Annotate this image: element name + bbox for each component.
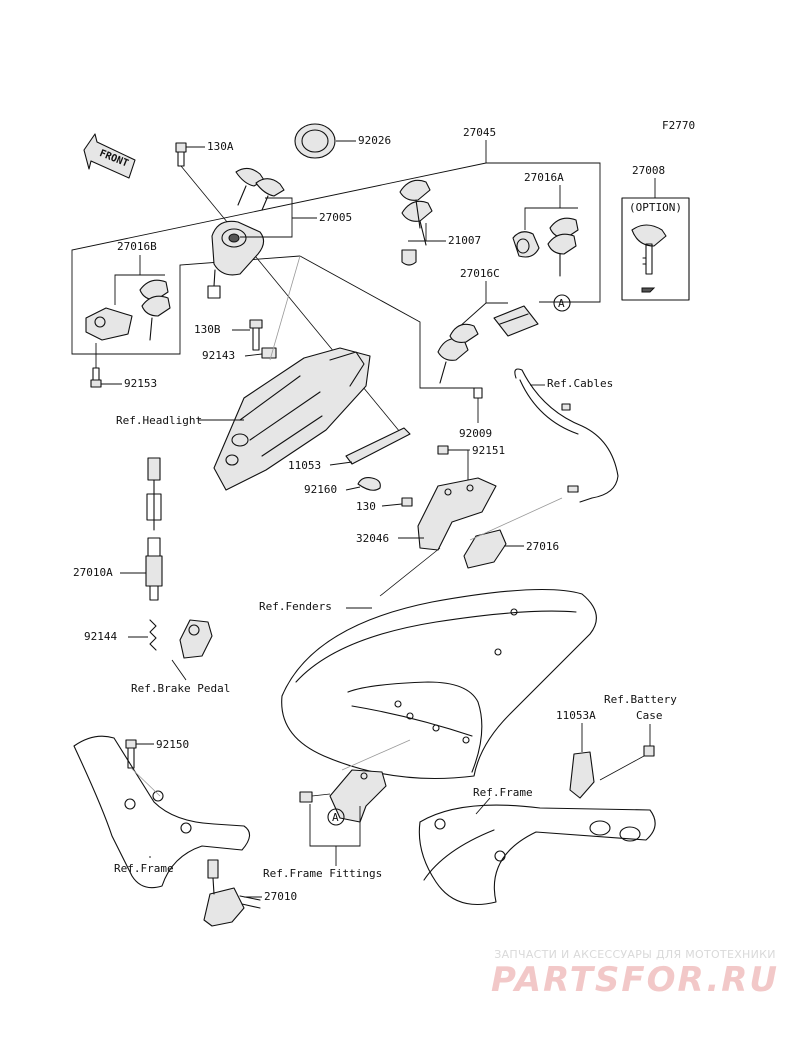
label-92151: 92151 xyxy=(472,444,505,457)
label-92009: 92009 xyxy=(459,427,492,440)
label-130A: 130A xyxy=(207,140,234,153)
watermark-logo: PARTSFOR.RU xyxy=(490,960,780,1000)
label-130: 130 xyxy=(356,500,376,513)
bolt-92150-icon xyxy=(125,739,137,769)
watermark: ЗАПЧАСТИ И АКСЕССУАРЫ ДЛЯ МОТОТЕХНИКИ PA… xyxy=(470,948,800,999)
label-27016: 27016 xyxy=(526,540,559,553)
key-27008-icon xyxy=(631,224,667,293)
label-92150: 92150 xyxy=(156,738,189,751)
label-27010A: 27010A xyxy=(73,566,113,579)
brake-switch-group: 27010A 92144 Ref.Brake Pedal xyxy=(73,457,230,695)
label-ref-brake-pedal: Ref.Brake Pedal xyxy=(131,682,230,695)
lock-27016c-icon xyxy=(437,305,539,384)
label-92153: 92153 xyxy=(124,377,157,390)
seat-lock-group: 92151 32046 130 27016 xyxy=(356,444,563,569)
label-27016B: 27016B xyxy=(117,240,157,253)
label-27016C: 27016C xyxy=(460,267,500,280)
rear-fender: Ref.Fenders xyxy=(259,547,597,780)
grommet-92160-icon xyxy=(357,477,381,491)
callout-a-lower-label: A xyxy=(332,811,339,824)
label-130B: 130B xyxy=(194,323,221,336)
ignition-keys-27005-icon xyxy=(235,167,285,211)
option-key-box xyxy=(621,197,690,301)
collar-92143-icon xyxy=(261,347,277,359)
label-21007: 21007 xyxy=(448,234,481,247)
frame-fittings: A Ref.Frame Fittings xyxy=(263,739,411,880)
front-arrow-icon: FRONT xyxy=(83,133,136,179)
label-32046: 32046 xyxy=(356,532,389,545)
label-27005: 27005 xyxy=(319,211,352,224)
bolt-130b-icon xyxy=(249,319,263,351)
label-11053: 11053 xyxy=(288,459,321,472)
label-92026: 92026 xyxy=(358,134,391,147)
label-ref-cables: Ref.Cables xyxy=(547,377,613,390)
label-ref-battery-2: Case xyxy=(636,709,663,722)
label-92143: 92143 xyxy=(202,349,235,362)
option-label: (OPTION) xyxy=(629,201,682,214)
ignition-switch-icon xyxy=(207,220,265,299)
label-92160: 92160 xyxy=(304,483,337,496)
screw-battery-icon xyxy=(643,745,655,757)
plate-11053-icon xyxy=(345,427,411,465)
right-frame-group: Ref.Battery Case 11053A Ref.Frame xyxy=(418,693,677,906)
watermark-tagline: ЗАПЧАСТИ И АКСЕССУАРЫ ДЛЯ МОТОТЕХНИКИ xyxy=(494,948,776,961)
seat-cable-icon xyxy=(514,368,619,503)
seal-ring-92026-icon xyxy=(294,123,336,159)
label-27008: 27008 xyxy=(632,164,665,177)
label-92144: 92144 xyxy=(84,630,117,643)
label-ref-fenders: Ref.Fenders xyxy=(259,600,332,613)
lock-27016-icon xyxy=(463,529,507,569)
label-11053A: 11053A xyxy=(556,709,596,722)
label-27045: 27045 xyxy=(463,126,496,139)
label-27016A: 27016A xyxy=(524,171,564,184)
screw-92151-icon xyxy=(437,445,449,455)
bracket-32046-icon xyxy=(417,477,497,551)
screw-130a-icon xyxy=(175,142,187,167)
left-frame-group: 92150 Ref.Frame 27010 xyxy=(73,735,297,927)
label-ref-frame-fittings: Ref.Frame Fittings xyxy=(263,867,382,880)
label-ref-headlight: Ref.Headlight xyxy=(116,414,202,427)
lock-cylinder-27016a-icon xyxy=(512,217,579,277)
lock-27016b-icon xyxy=(85,279,171,341)
ignition-group: 130A 92026 27045 27005 xyxy=(71,123,690,433)
label-ref-battery-1: Ref.Battery xyxy=(604,693,677,706)
spring-92144-icon xyxy=(149,619,157,651)
label-ref-frame-right: Ref.Frame xyxy=(473,786,533,799)
screw-92009-icon xyxy=(473,387,483,399)
callout-a-upper-label: A xyxy=(558,297,565,310)
label-ref-frame-left: Ref.Frame xyxy=(114,862,174,875)
label-27010: 27010 xyxy=(264,890,297,903)
callout-a-lower xyxy=(327,808,345,826)
screw-92153-icon xyxy=(90,367,102,388)
screw-130-icon xyxy=(401,497,413,507)
switch-27010-icon xyxy=(203,859,261,927)
figure-code: F2770 xyxy=(662,119,695,132)
callout-a-upper xyxy=(553,294,571,312)
keys-21007-icon xyxy=(399,179,433,266)
headlight-bracket: 130B 92143 Ref.Headlight 11053 92160 xyxy=(116,255,411,496)
bracket-11053a-icon xyxy=(569,751,595,799)
